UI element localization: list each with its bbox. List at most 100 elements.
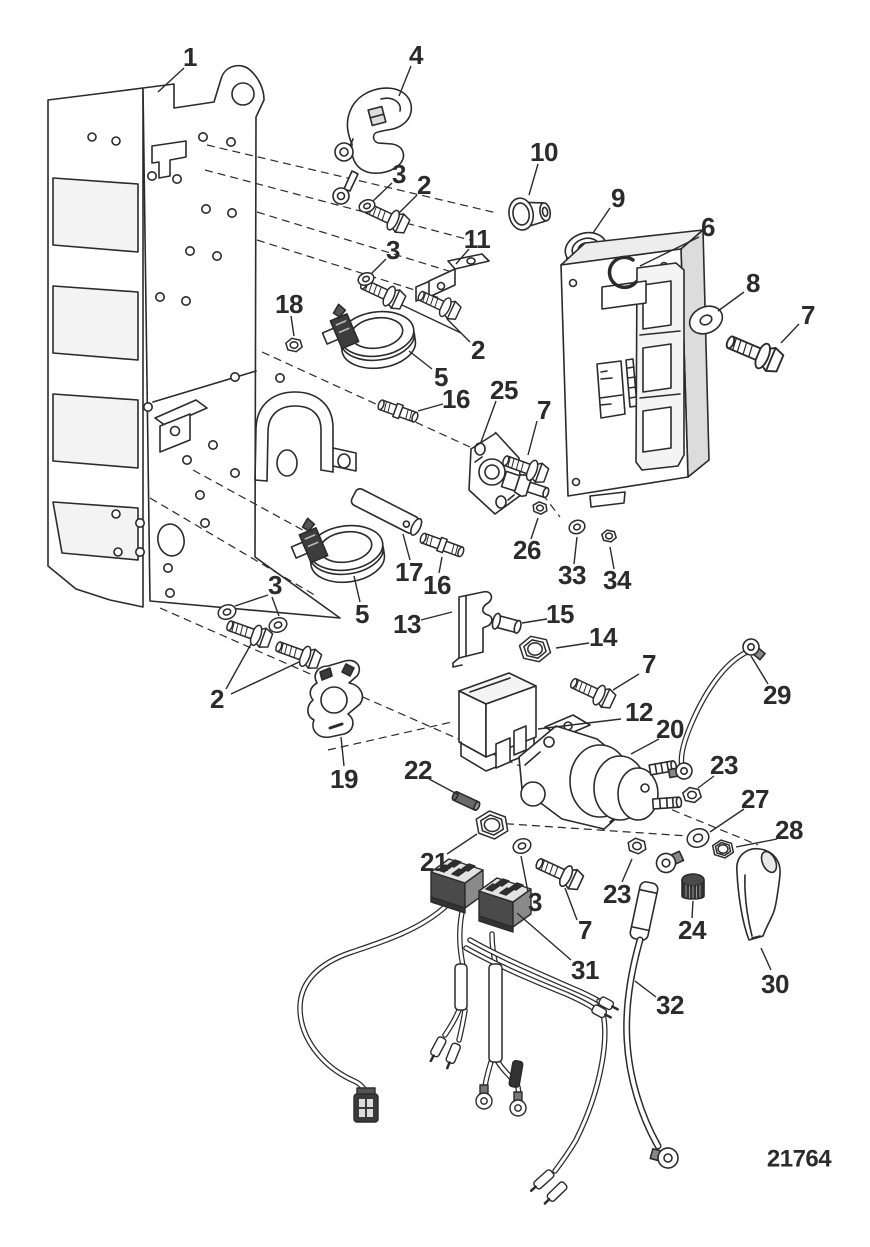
part-bolt-2: [275, 641, 323, 669]
callout-24: 24: [678, 900, 707, 945]
callout-number: 27: [741, 784, 769, 814]
callout-number: 10: [530, 137, 558, 167]
callout-number: 7: [642, 649, 656, 679]
callout-number: 23: [603, 879, 631, 909]
part-cap-24: [681, 873, 705, 900]
callout-3: 3: [370, 235, 401, 275]
part-washer-3: [268, 616, 288, 634]
bullet-terminal: [429, 1036, 447, 1063]
callout-number: 2: [210, 684, 224, 714]
callout-26: 26: [513, 517, 541, 565]
callout-number: 7: [801, 300, 815, 330]
part-clamp-5b: [290, 517, 386, 584]
callout-3: 3: [372, 159, 407, 202]
callout-11: 11: [455, 224, 491, 265]
callout-number: 9: [611, 183, 625, 213]
part-pin-15: [491, 612, 522, 634]
bullet-terminal: [529, 1169, 555, 1192]
part-washer-3: [512, 837, 532, 855]
callout-number: 30: [761, 969, 789, 999]
callout-7: 7: [564, 887, 593, 945]
callout-number: 22: [404, 755, 432, 785]
part-nut-26: [532, 501, 548, 515]
ring-terminal: [509, 1091, 527, 1117]
part-bolt-2: [417, 290, 462, 320]
part-bushing-10: [508, 197, 552, 231]
part-clip-13: [452, 590, 493, 668]
callout-number: 3: [392, 159, 406, 189]
callout-34: 34: [603, 546, 632, 595]
callout-7: 7: [527, 395, 552, 456]
callout-7: 7: [780, 300, 816, 344]
part-washer-3: [217, 603, 237, 621]
part-washer-33: [568, 519, 586, 535]
parts-layer: [217, 87, 785, 1205]
callout-5: 5: [353, 575, 370, 629]
callout-number: 12: [625, 697, 653, 727]
callout-33: 33: [558, 536, 586, 590]
callout-30: 30: [760, 947, 789, 999]
callout-28: 28: [735, 815, 803, 848]
callout-32: 32: [634, 980, 684, 1020]
callout-2: 2: [401, 304, 486, 365]
callout-15: 15: [521, 599, 574, 629]
callout-number: 25: [490, 375, 518, 405]
callout-18: 18: [275, 289, 303, 337]
callout-25: 25: [480, 375, 518, 443]
callout-number: 16: [423, 570, 451, 600]
callout-number: 5: [355, 599, 369, 629]
callout-14: 14: [555, 622, 618, 652]
part-nut-14: [518, 635, 552, 663]
part-nut-18: [285, 337, 303, 353]
ring-terminal: [475, 1084, 493, 1110]
callout-number: 6: [701, 212, 715, 242]
part-ground-strap-4: [332, 87, 413, 205]
part-solenoid-20: [518, 714, 683, 830]
part-harness-31: [297, 858, 619, 1205]
part-clip-19: [307, 659, 364, 739]
callout-8: 8: [717, 268, 761, 312]
part-bolt-2: [226, 620, 274, 648]
part-nut-21: [475, 810, 509, 840]
part-washer-8: [688, 305, 724, 335]
callout-number: 3: [386, 235, 400, 265]
part-nut-28: [711, 839, 735, 859]
bullet-terminal: [445, 1042, 461, 1070]
callout-21: 21: [420, 833, 478, 877]
callout-13: 13: [393, 609, 453, 639]
callout-17: 17: [395, 533, 423, 587]
part-ground-wire-29: [667, 638, 766, 780]
callout-number: 16: [442, 384, 470, 414]
callout-16: 16: [417, 384, 470, 414]
callout-number: 7: [578, 915, 592, 945]
harness-connector: [430, 858, 484, 914]
part-bracket-plate-1: [47, 64, 357, 619]
callout-27: 27: [709, 784, 769, 833]
part-washer-3: [358, 198, 376, 214]
part-relay-12: [458, 672, 537, 772]
callout-23: 23: [603, 858, 633, 909]
part-spacer-17: [350, 488, 423, 536]
callout-number: 2: [471, 335, 485, 365]
part-boot-30: [736, 847, 781, 941]
drawing-number: 21764: [767, 1146, 832, 1173]
callout-29: 29: [750, 655, 791, 710]
part-bolt-7: [569, 677, 617, 709]
callout-16: 16: [423, 556, 451, 600]
callout-number: 13: [393, 609, 421, 639]
bullet-terminal: [598, 996, 619, 1011]
callout-number: 17: [395, 557, 423, 587]
callout-number: 2: [417, 170, 431, 200]
part-nut-23: [682, 786, 702, 804]
callout-22: 22: [404, 755, 458, 795]
part-stud-16: [377, 399, 419, 423]
plate-holes: [135, 132, 285, 598]
part-stud-16: [419, 532, 465, 558]
callout-number: 28: [775, 815, 803, 845]
part-washer-27: [686, 827, 710, 849]
fasteners: [217, 198, 785, 891]
callout-number: 15: [546, 599, 574, 629]
part-ecm-module-6: [560, 229, 710, 508]
